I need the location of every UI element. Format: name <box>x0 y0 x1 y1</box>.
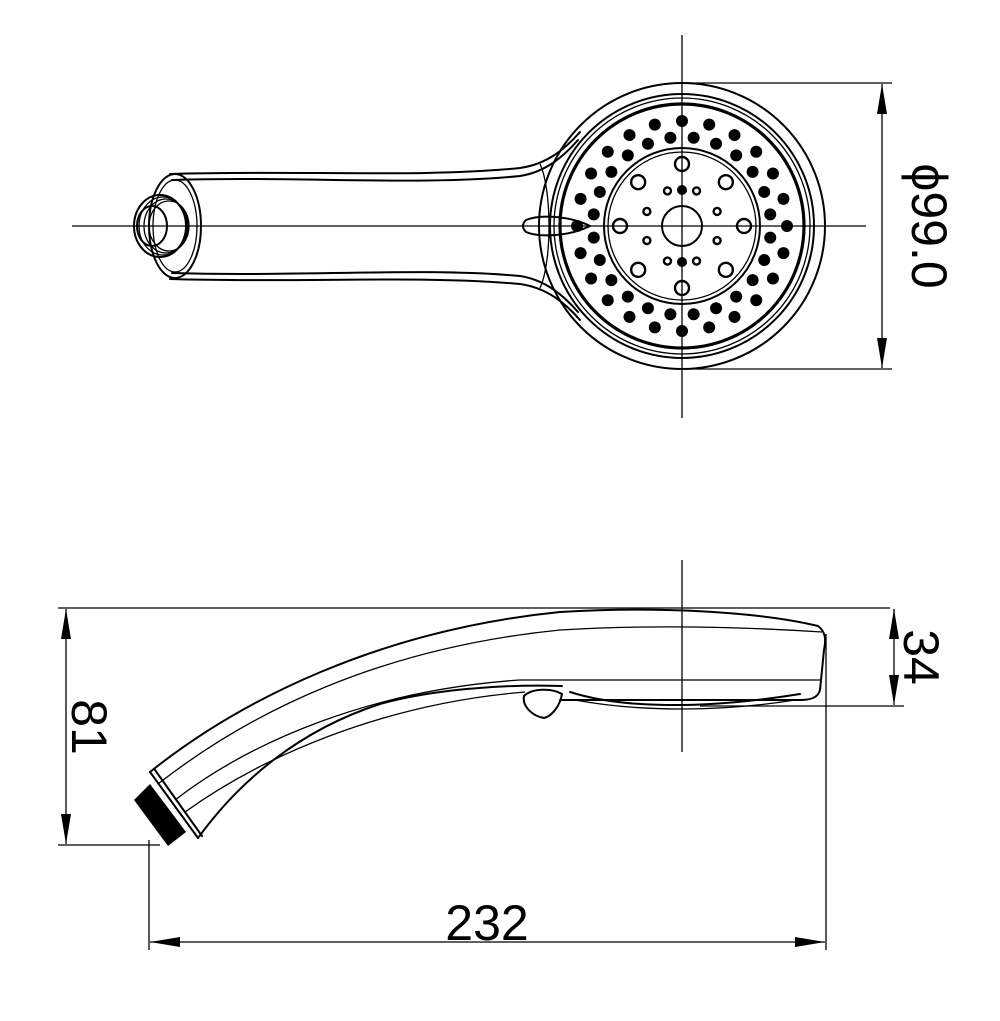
side-thread <box>134 784 186 846</box>
front-view: ϕ99.0 <box>72 35 957 418</box>
spray-nozzles <box>571 115 793 337</box>
height-dimension: 81 <box>58 607 890 846</box>
side-switch <box>522 688 563 719</box>
side-body-outline <box>149 608 827 773</box>
length-label: 232 <box>445 895 528 951</box>
spray-face <box>538 82 826 370</box>
thickness-label: 34 <box>893 629 949 685</box>
side-nozzles <box>569 691 801 710</box>
diameter-dimension: ϕ99.0 <box>690 82 957 370</box>
handle-body <box>133 131 591 321</box>
height-label: 81 <box>61 699 117 755</box>
side-view: 81 34 232 <box>58 560 949 951</box>
thickness-dimension: 34 <box>700 609 949 707</box>
side-underside <box>197 684 563 839</box>
diameter-label: ϕ99.0 <box>901 163 957 288</box>
length-dimension: 232 <box>148 634 827 951</box>
